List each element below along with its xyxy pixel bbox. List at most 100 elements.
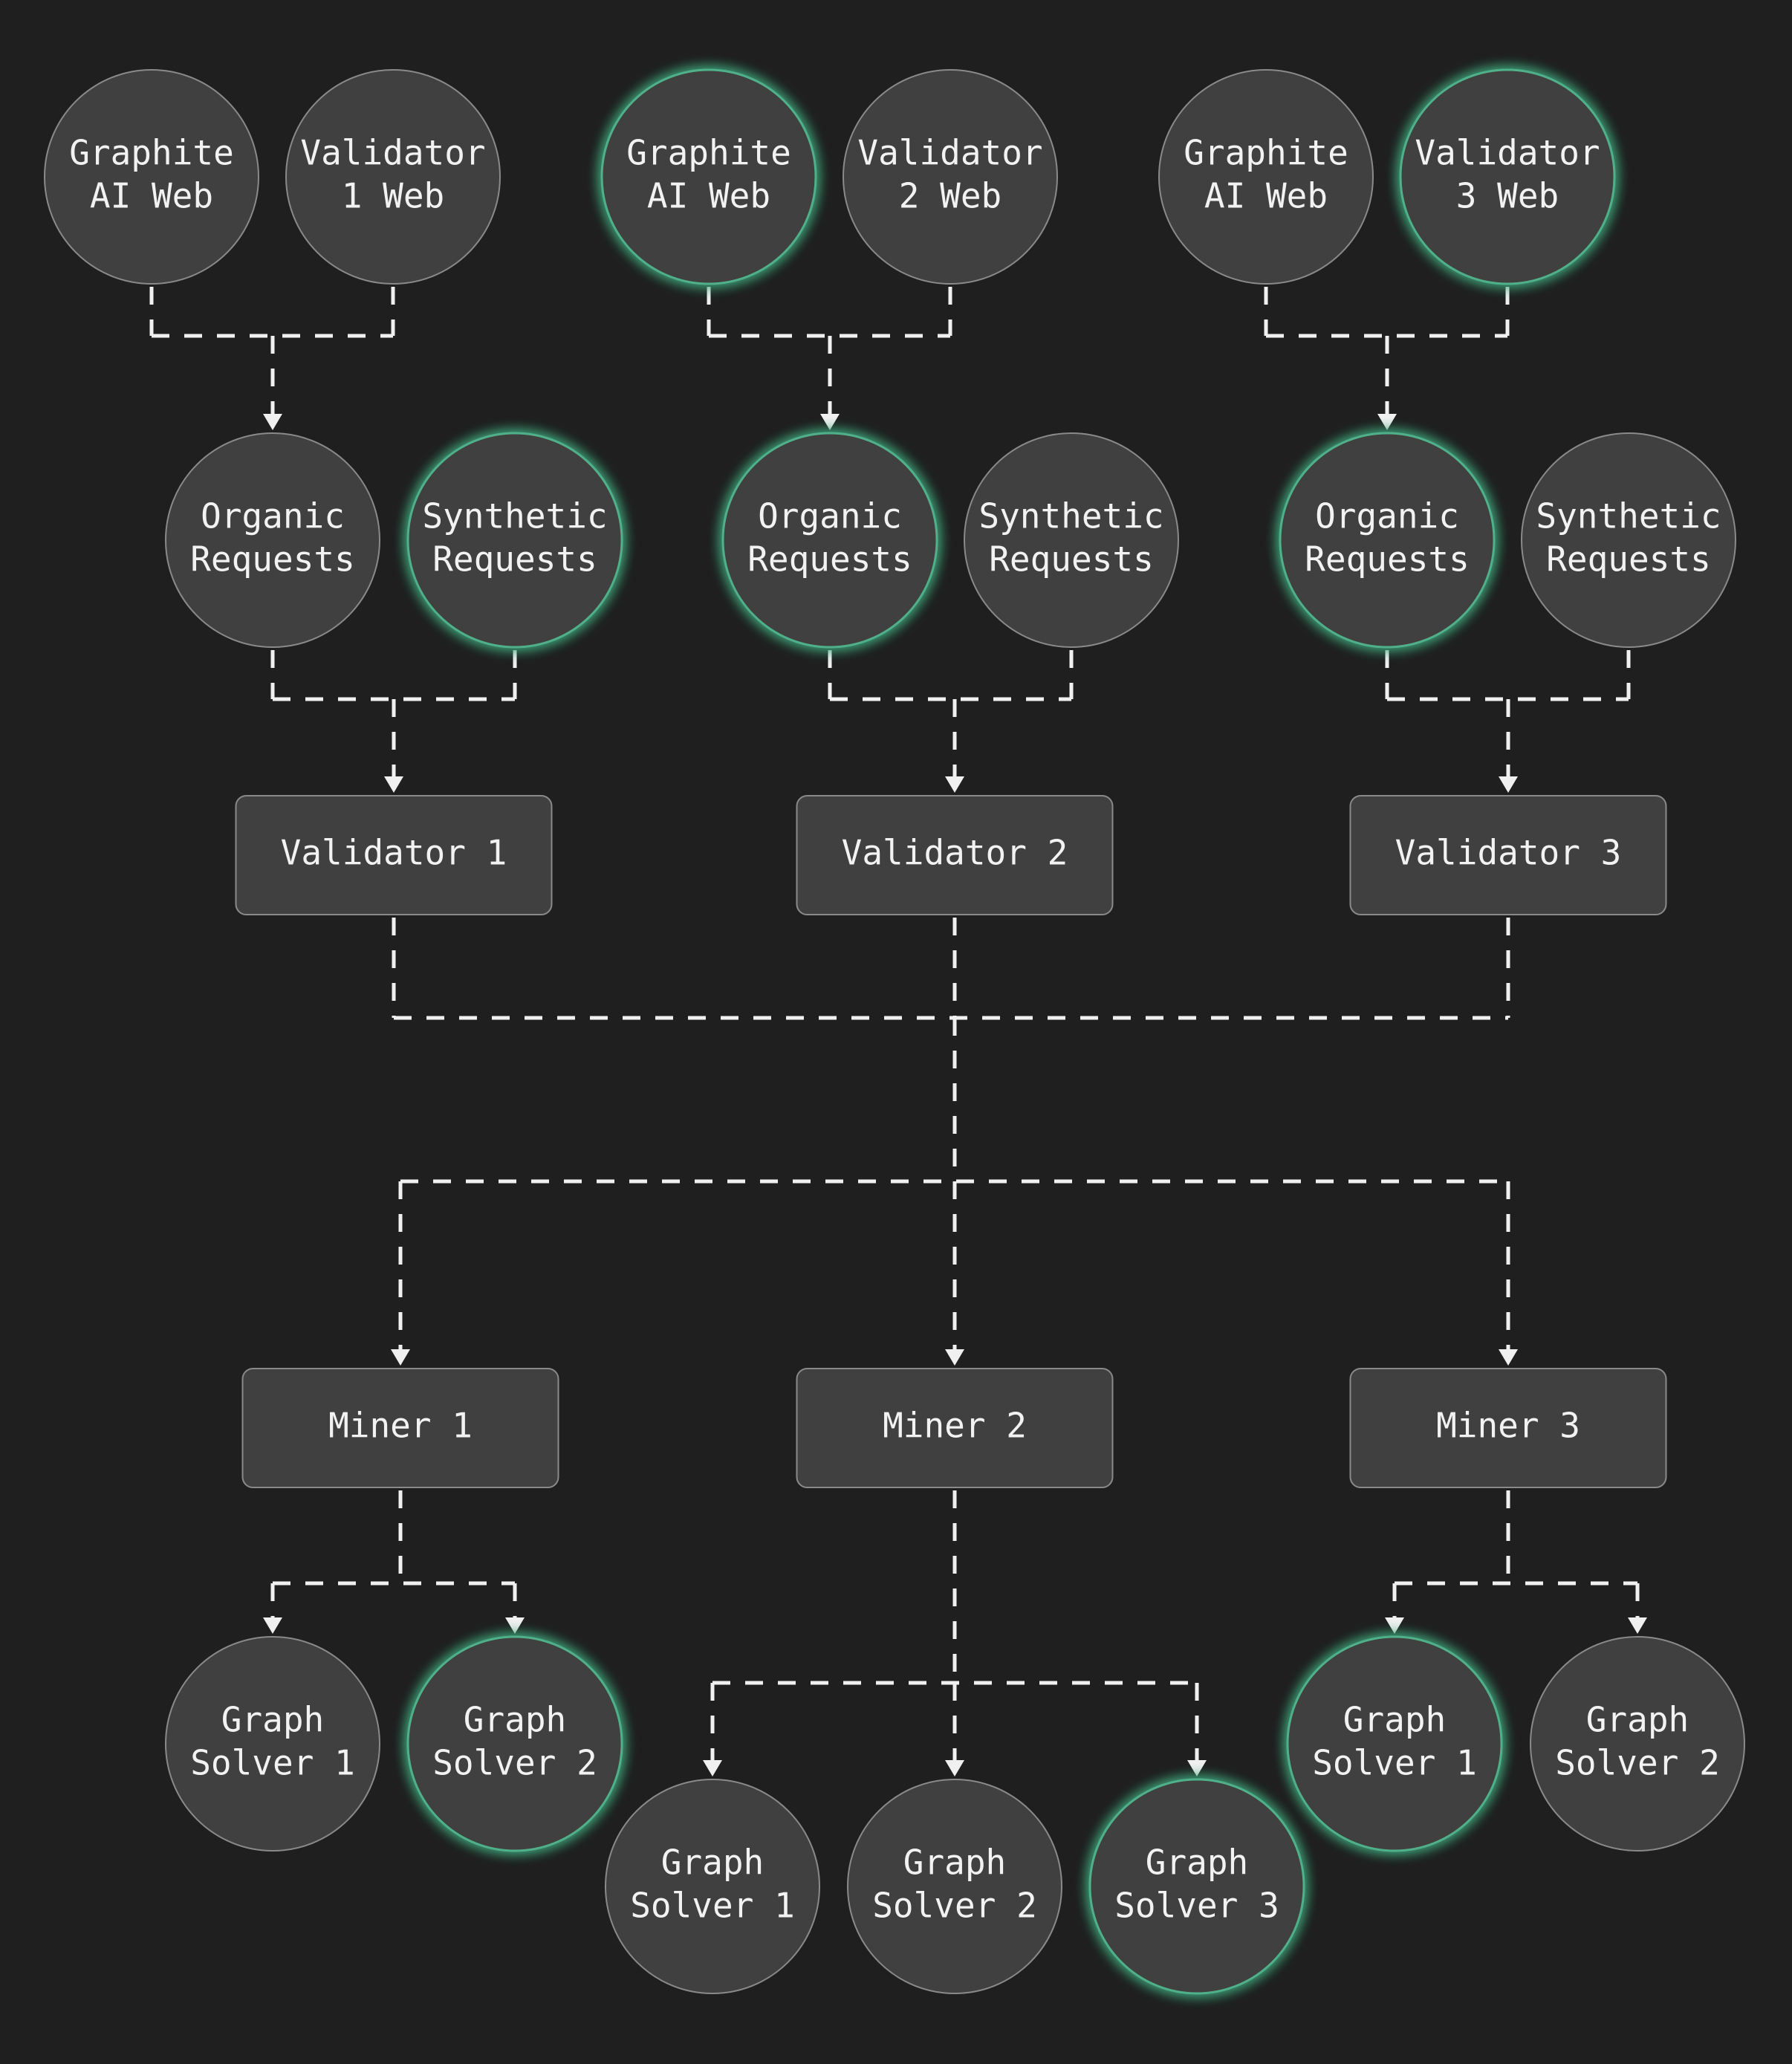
node-val1: Validator 1	[235, 795, 553, 915]
node-label: Organic	[1315, 496, 1459, 536]
node-label: Solver 1	[1312, 1743, 1477, 1783]
edge-arrowhead	[505, 1617, 525, 1634]
node-label: Organic	[201, 496, 345, 536]
edge-group	[703, 1490, 1207, 1776]
edge-arrowhead	[945, 776, 964, 793]
node-label: AI Web	[1204, 176, 1328, 216]
node-label: Miner 2	[883, 1406, 1027, 1446]
node-val2: Validator 2	[796, 795, 1114, 915]
node-label: Requests	[1546, 539, 1711, 580]
node-box	[1349, 1368, 1667, 1488]
node-circle	[1158, 69, 1374, 285]
edge-group	[1385, 1490, 1647, 1634]
node-box	[1349, 795, 1667, 915]
node-label: Synthetic	[978, 496, 1163, 536]
edge-arrowhead	[1385, 1617, 1404, 1634]
node-label: Solver 2	[872, 1886, 1037, 1926]
node-label: Requests	[1305, 539, 1470, 580]
node-circle	[600, 68, 817, 285]
node-miner1: Miner 1	[241, 1368, 559, 1488]
node-label: Miner 3	[1436, 1406, 1580, 1446]
node-label: Synthetic	[422, 496, 607, 536]
node-label: Miner 1	[328, 1406, 473, 1446]
node-circle	[406, 1635, 623, 1852]
node-label: Solver 1	[630, 1886, 795, 1926]
node-label: Graph	[903, 1843, 1006, 1883]
edge-arrowhead	[1628, 1617, 1647, 1634]
node-circle	[44, 69, 259, 285]
edge-group	[263, 1490, 525, 1634]
edges-layer	[149, 287, 1647, 1776]
node-circle	[1521, 432, 1736, 648]
node-label: Solver 3	[1114, 1886, 1279, 1926]
node-label: Requests	[432, 539, 597, 580]
node-label: 2 Web	[899, 176, 1001, 216]
node-circle	[964, 432, 1179, 648]
edge-group	[149, 287, 395, 430]
edge-arrowhead	[945, 1349, 964, 1366]
node-label: AI Web	[647, 176, 770, 216]
node-label: Graph	[221, 1700, 324, 1740]
edge-arrowhead	[391, 1349, 410, 1366]
edge-arrowhead	[945, 1760, 964, 1776]
node-label: Validator 3	[1395, 833, 1622, 873]
edge-arrowhead	[384, 776, 403, 793]
node-label: Validator	[1415, 133, 1600, 173]
node-box	[241, 1368, 559, 1488]
node-circle	[165, 432, 380, 648]
node-label: Requests	[190, 539, 355, 580]
node-label: Validator 1	[281, 833, 507, 873]
node-circle	[843, 69, 1058, 285]
edge-group	[270, 650, 517, 793]
edge-group	[1385, 650, 1631, 793]
edge-arrowhead	[263, 1617, 282, 1634]
node-label: AI Web	[90, 176, 213, 216]
edge-arrowhead	[820, 414, 840, 430]
edge-arrowhead	[1499, 1349, 1518, 1366]
edge-arrowhead	[703, 1760, 722, 1776]
node-label: Organic	[758, 496, 902, 536]
node-circle	[1399, 68, 1616, 285]
node-label: Graphite	[1184, 133, 1348, 173]
node-box	[235, 795, 553, 915]
node-label: Requests	[989, 539, 1154, 580]
node-val3: Validator 3	[1349, 795, 1667, 915]
edge-arrowhead	[1499, 776, 1518, 793]
node-box	[796, 1368, 1114, 1488]
edge-group	[828, 650, 1074, 793]
node-circle	[605, 1779, 820, 1994]
node-label: 3 Web	[1456, 176, 1559, 216]
edge-arrowhead	[263, 414, 282, 430]
edge-group	[1264, 287, 1510, 430]
node-label: Solver 2	[432, 1743, 597, 1783]
node-circle	[721, 432, 938, 649]
edge-group	[391, 918, 1518, 1366]
node-label: 1 Web	[342, 176, 444, 216]
node-miner3: Miner 3	[1349, 1368, 1667, 1488]
node-circle	[1286, 1635, 1503, 1852]
node-circle	[285, 69, 501, 285]
node-circle	[1088, 1778, 1305, 1995]
edge-arrowhead	[1187, 1760, 1207, 1776]
node-miner2: Miner 2	[796, 1368, 1114, 1488]
node-circle	[406, 432, 623, 649]
node-label: Graph	[1586, 1700, 1689, 1740]
